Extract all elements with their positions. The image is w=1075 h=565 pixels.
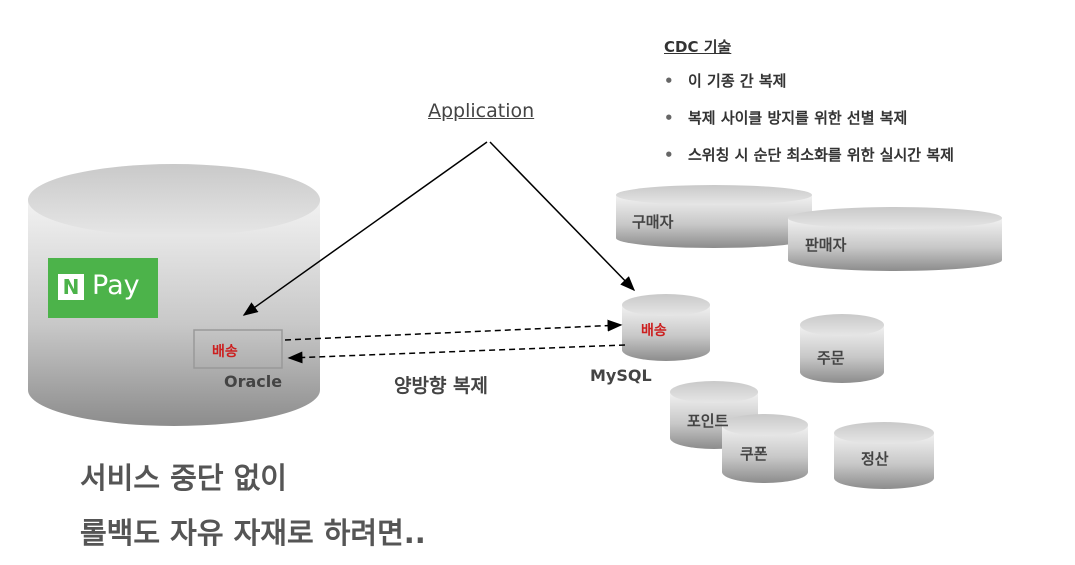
db-cylinder-settlement [834, 422, 934, 489]
cdc-list-item: •스위칭 시 순단 최소화를 위한 실시간 복제 [664, 146, 954, 164]
table-label-settlement: 정산 [861, 450, 889, 468]
db-cylinder-seller [788, 207, 1002, 271]
mysql-table-label: 배송 [641, 323, 667, 339]
oracle-table-label: 배송 [212, 344, 238, 360]
app-to-oracle-arrow [242, 141, 488, 316]
db-cylinder-mysql [622, 294, 710, 361]
table-label-coupon: 쿠폰 [740, 445, 768, 463]
cdc-list-item: •복제 사이클 방지를 위한 선별 복제 [664, 109, 908, 127]
oracle-label: Oracle [224, 372, 283, 391]
table-label-buyer: 구매자 [632, 213, 674, 231]
headline-line-1: 서비스 중단 없이 [80, 461, 287, 495]
headline-line-2: 롤백도 자유 자재로 하려면.. [80, 516, 426, 550]
cdc-list-item: •이 기종 간 복제 [664, 72, 787, 90]
mysql-label: MySQL [590, 366, 652, 385]
db-cylinder-coupon [722, 414, 808, 483]
oracle-table-box [193, 329, 283, 369]
oracle-to-mysql-dashed-arrow [284, 319, 623, 341]
cdc-item-text: 이 기종 간 복제 [688, 72, 787, 90]
table-label-seller: 판매자 [805, 236, 847, 254]
db-cylinder-buyer [616, 185, 812, 248]
oracle-db-cylinder [28, 164, 320, 426]
npay-logo-text: Pay [92, 270, 140, 301]
db-cylinder-order [800, 314, 884, 383]
cdc-item-text: 스위칭 시 순단 최소화를 위한 실시간 복제 [688, 146, 954, 164]
table-label-point: 포인트 [687, 412, 729, 430]
npay-logo: N Pay [48, 258, 158, 318]
mysql-to-oracle-dashed-arrow [287, 344, 626, 364]
table-label-order: 주문 [817, 349, 845, 367]
application-label: Application [428, 100, 535, 122]
app-to-mysql-arrow [489, 141, 636, 292]
cdc-item-text: 복제 사이클 방지를 위한 선별 복제 [688, 109, 908, 127]
cdc-title: CDC 기술 [664, 38, 732, 56]
replication-label: 양방향 복제 [394, 375, 489, 397]
npay-logo-n: N [58, 274, 84, 300]
